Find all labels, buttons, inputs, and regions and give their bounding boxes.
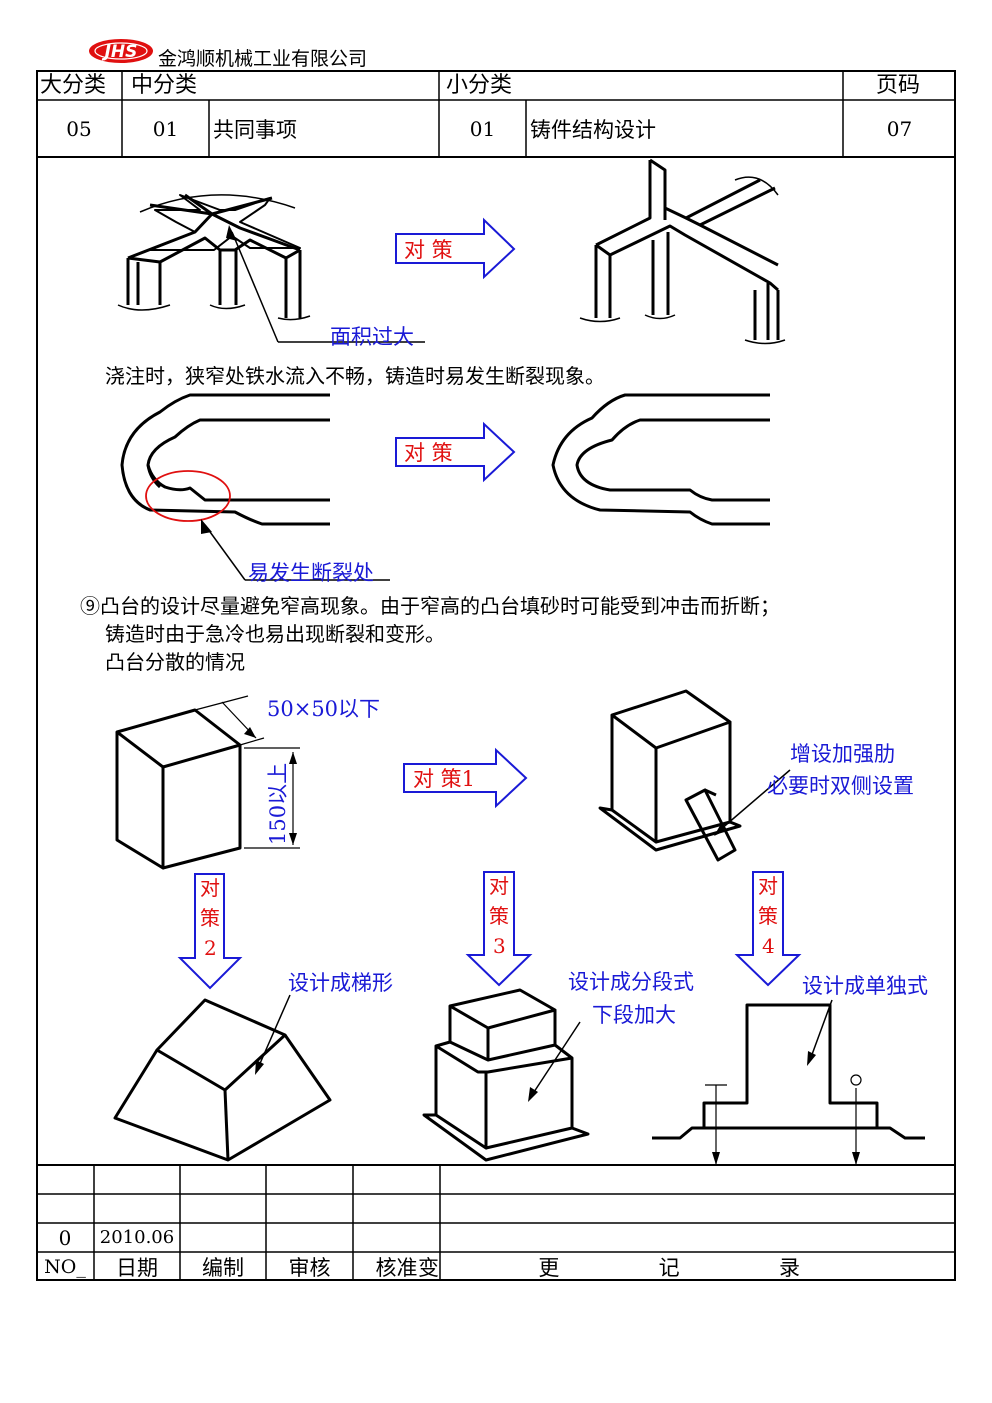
label-major-category: 大分类 xyxy=(40,73,107,98)
label-page: 页码 xyxy=(876,73,921,98)
callout-independent: 设计成单独式 xyxy=(802,974,928,998)
company-logo: JHS xyxy=(88,38,154,64)
document-sheet xyxy=(36,70,956,1281)
value-minor-category: 01 xyxy=(469,116,496,141)
value-page: 07 xyxy=(886,116,913,141)
footer-label-no: NO_ xyxy=(44,1255,86,1278)
item-9-line-1: ⑨凸台的设计尽量避免窄高现象。由于窄高的凸台填砂时可能受到冲击而折断； xyxy=(80,594,780,618)
svg-text:JHS: JHS xyxy=(102,42,138,62)
countermeasure-4-char-1: 对 xyxy=(758,874,778,898)
value-middle-category: 01 xyxy=(152,116,179,141)
callout-stepped-line-2: 下段加大 xyxy=(592,1003,676,1027)
countermeasure-4-char-2: 策 xyxy=(758,904,778,928)
revision-date: 2010.06 xyxy=(99,1227,175,1248)
countermeasure-3-char-3: 3 xyxy=(493,934,506,958)
countermeasure-4-char-3: 4 xyxy=(762,934,775,958)
label-middle-category: 中分类 xyxy=(131,73,198,98)
value-major-category: 05 xyxy=(66,116,92,141)
countermeasure-3-char-2: 策 xyxy=(489,904,509,928)
countermeasure-label-1: 对 策 xyxy=(404,238,453,262)
rib-callout-line-2: 必要时双侧设置 xyxy=(767,774,914,798)
logo-graphic: JHS xyxy=(89,39,153,63)
countermeasure-3-char-1: 对 xyxy=(489,874,509,898)
countermeasure-2-char-1: 对 xyxy=(200,876,220,900)
revision-no: 0 xyxy=(58,1225,72,1250)
footer-label-changes: 变 更 记 录 xyxy=(417,1255,803,1280)
footer-label-date: 日期 xyxy=(116,1255,158,1280)
countermeasure-label-2: 对 策 xyxy=(404,441,453,465)
footer-label-edit: 编制 xyxy=(202,1255,244,1280)
callout-trapezoid: 设计成梯形 xyxy=(288,971,393,995)
label-minor-category: 小分类 xyxy=(446,73,513,98)
callout-stepped-line-1: 设计成分段式 xyxy=(568,970,694,994)
dimension-top: 50×50以下 xyxy=(267,697,381,721)
countermeasure-2-char-3: 2 xyxy=(204,936,217,960)
footer-label-approve: 核准 xyxy=(375,1255,418,1280)
item-9-line-2: 铸造时由于急冷也易出现断裂和变形。 xyxy=(105,622,445,646)
callout-fracture-point: 易发生断裂处 xyxy=(248,561,374,585)
value-middle-name: 共同事项 xyxy=(213,117,297,142)
value-minor-name: 铸件结构设计 xyxy=(530,117,656,142)
footer-label-review: 审核 xyxy=(288,1255,331,1280)
countermeasure-label-3: 对 策1 xyxy=(413,767,476,791)
item-9-line-3: 凸台分散的情况 xyxy=(105,650,245,674)
company-name: 金鸿顺机械工业有限公司 xyxy=(158,48,368,70)
rib-callout-line-1: 增设加强肋 xyxy=(790,742,895,766)
note-pouring: 浇注时，狭窄处铁水流入不畅，铸造时易发生断裂现象。 xyxy=(105,364,605,388)
countermeasure-2-char-2: 策 xyxy=(200,906,220,930)
callout-area-too-large: 面积过大 xyxy=(330,325,414,349)
